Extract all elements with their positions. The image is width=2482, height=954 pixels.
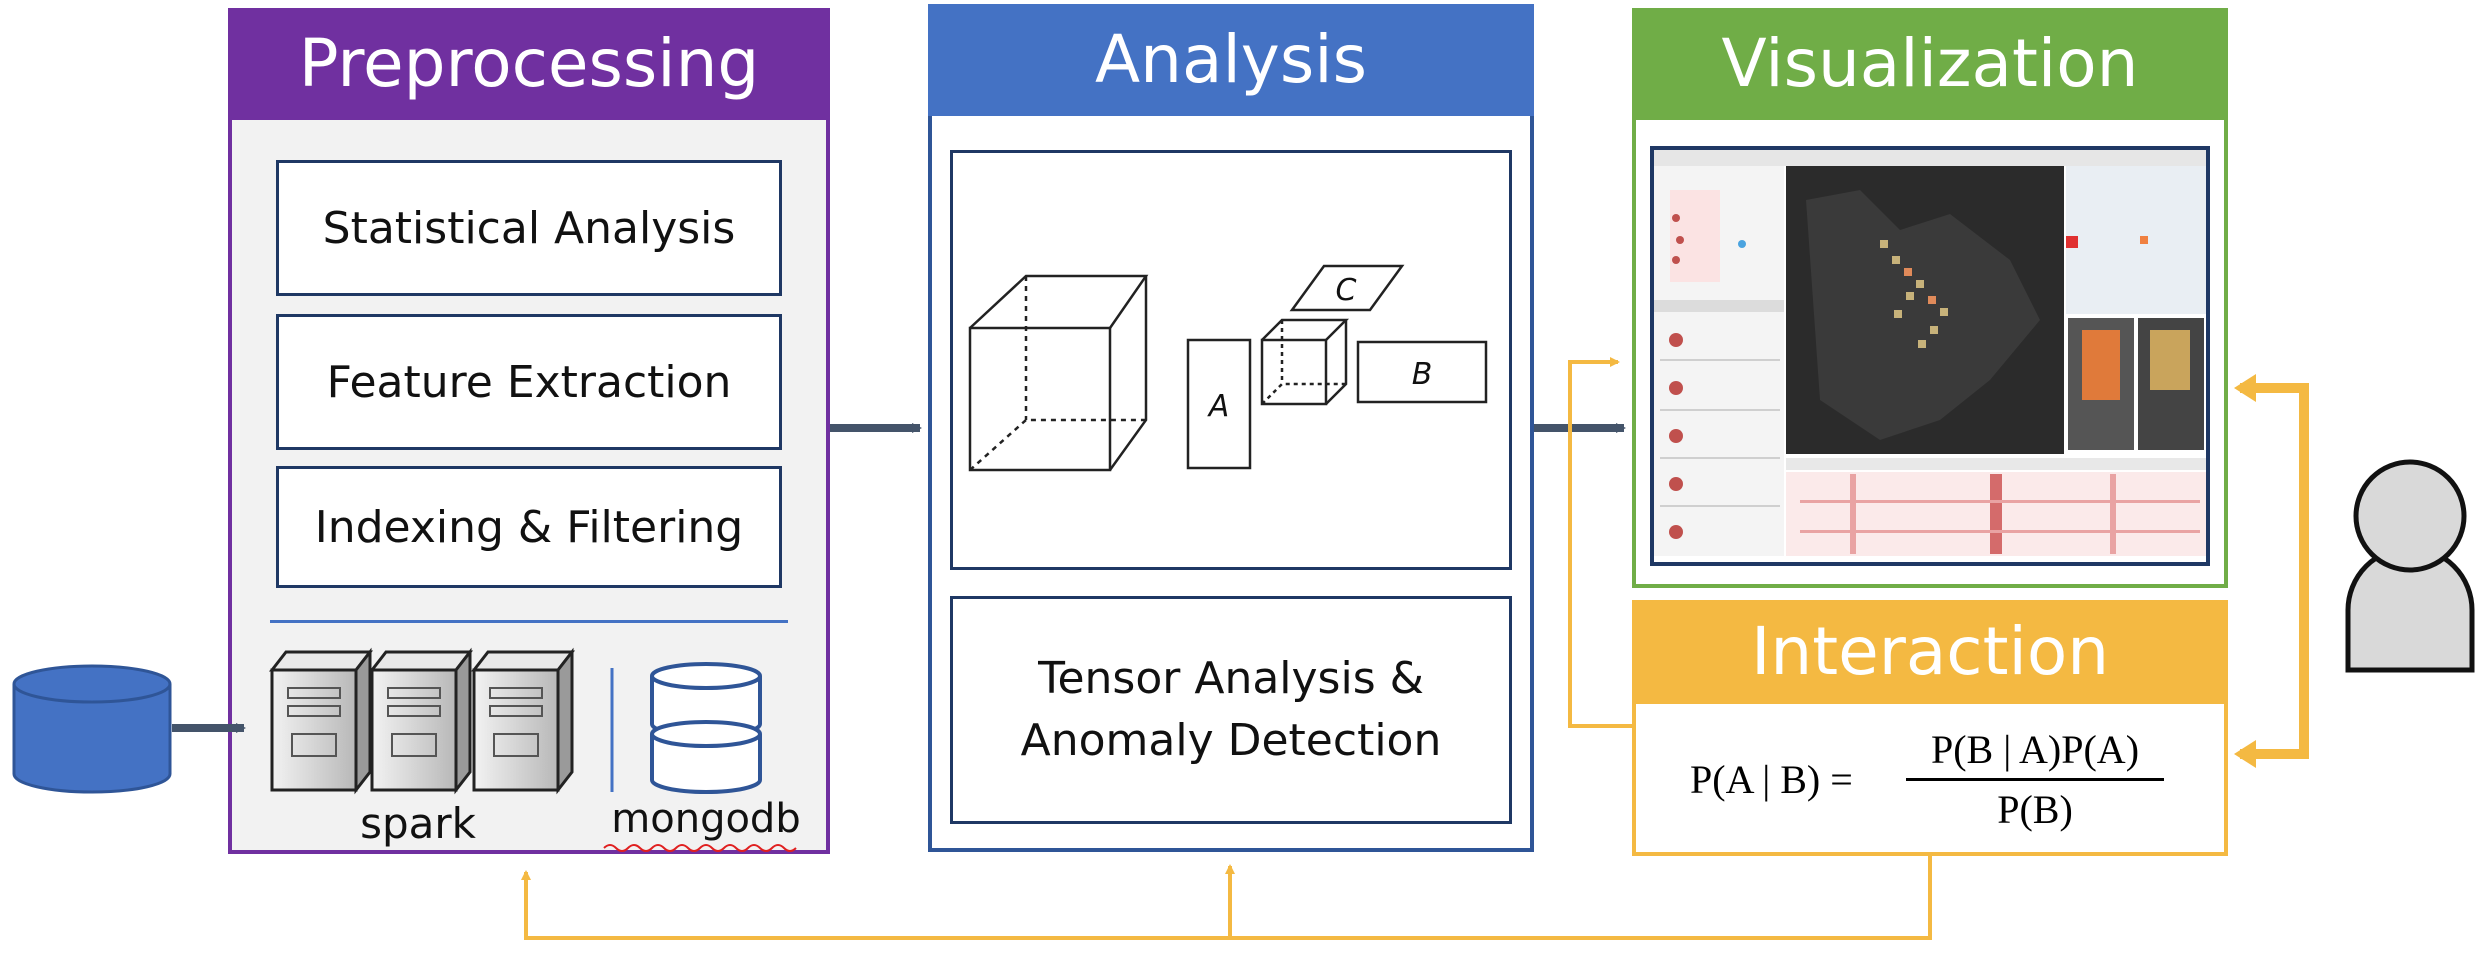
server-icon xyxy=(368,647,474,795)
arrowhead-down xyxy=(2234,740,2256,768)
arrowhead-up xyxy=(2234,374,2256,402)
tensor-factor-c: C xyxy=(1289,264,1405,312)
server-icon xyxy=(268,647,374,795)
step-label: Statistical Analysis xyxy=(322,202,736,254)
preprocessing-divider xyxy=(270,620,788,623)
map-screenshot-icon xyxy=(1650,146,2210,566)
interaction-title: Interaction xyxy=(1750,613,2110,690)
analysis-title-bar: Analysis xyxy=(928,4,1534,116)
factor-label-a: A xyxy=(1207,389,1230,424)
interaction-panel: Interaction xyxy=(1632,600,2228,856)
preprocessing-title-bar: Preprocessing xyxy=(228,8,830,120)
tensor-text-line2: Anomaly Detection xyxy=(1020,715,1442,766)
spark-label: spark xyxy=(360,799,477,848)
tensor-factor-a: A xyxy=(1186,338,1252,470)
user-feedback-arrow xyxy=(2240,383,2309,759)
formula-fraction-bar xyxy=(1906,778,2164,781)
tensor-text-line1: Tensor Analysis & xyxy=(1038,653,1424,705)
bayes-formula: P(A | B) = P(B | A)P(A) P(B) xyxy=(1690,726,2190,836)
visualization-title-bar: Visualization xyxy=(1632,8,2228,120)
step-indexing-filtering: Indexing & Filtering xyxy=(276,466,782,588)
formula-denominator: P(B) xyxy=(1997,787,2073,832)
factor-label-c: C xyxy=(1336,273,1357,308)
step-label: Indexing & Filtering xyxy=(314,501,744,553)
cube-icon xyxy=(1260,318,1350,406)
server-icon xyxy=(470,647,576,795)
preprocessing-title: Preprocessing xyxy=(298,25,760,102)
tensor-analysis-box: Tensor Analysis & Anomaly Detection xyxy=(950,596,1512,824)
factor-label-b: B xyxy=(1412,357,1433,392)
formula-lhs: P(A | B) = xyxy=(1690,757,1863,802)
mongodb-icon xyxy=(650,662,762,794)
step-label: Feature Extraction xyxy=(326,356,732,408)
formula-numerator: P(B | A)P(A) xyxy=(1930,727,2140,772)
mongodb-label: mongodb xyxy=(611,796,800,842)
interaction-title-bar: Interaction xyxy=(1632,600,2228,704)
step-statistical-analysis: Statistical Analysis xyxy=(276,160,782,296)
step-feature-extraction: Feature Extraction xyxy=(276,314,782,450)
interaction-to-visualization-arrow xyxy=(1568,357,1632,728)
visualization-title: Visualization xyxy=(1721,25,2139,102)
database-icon xyxy=(12,664,172,794)
user-icon xyxy=(2345,459,2475,673)
spellcheck-underline xyxy=(603,844,797,852)
analysis-title: Analysis xyxy=(1095,21,1367,98)
cube-icon xyxy=(968,274,1149,472)
tensor-factor-b: B xyxy=(1356,340,1488,404)
